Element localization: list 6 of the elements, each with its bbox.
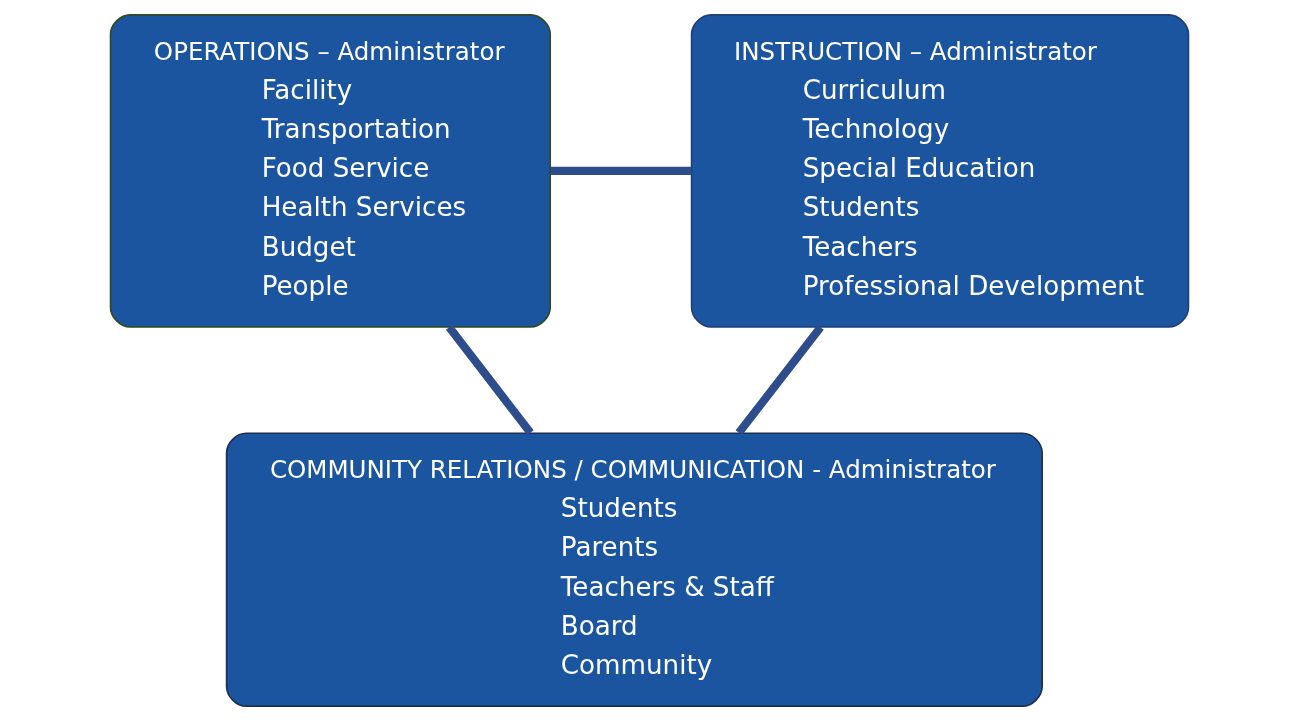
node-box: INSTRUCTION – Administrator Curriculum Technology Special Education Students Teachers Professional Development	[690, 14, 1189, 328]
node-box: OPERATIONS – Administrator Facility Transportation Food Service Health Services Budget People	[109, 14, 551, 328]
node-box: COMMUNITY RELATIONS / COMMUNICATION - Administrator Students Parents Teachers & Staff Board Community	[225, 432, 1043, 707]
connector	[445, 324, 534, 436]
connector	[735, 324, 824, 436]
connector	[550, 166, 691, 175]
